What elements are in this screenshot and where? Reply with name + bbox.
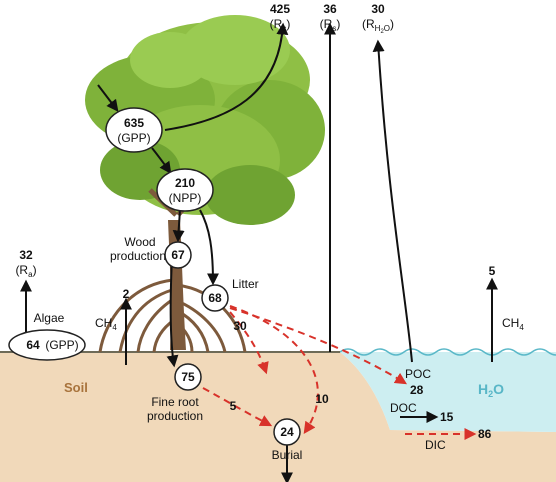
litter-label: Litter xyxy=(232,277,259,291)
arrow-into-gpp xyxy=(97,84,119,112)
arrow-gpp-to-npp xyxy=(151,147,172,174)
fine-root-value: 75 xyxy=(181,370,195,384)
doc-label: DOC xyxy=(390,401,417,415)
arrow-npp-to-litter xyxy=(199,209,219,286)
water-region xyxy=(340,352,556,432)
flow-litter-to-burial-value: 10 xyxy=(315,392,329,406)
dashed-litter-to-burial xyxy=(229,305,319,434)
wood-value: 67 xyxy=(171,248,185,262)
wood-node xyxy=(164,241,192,269)
arrow-gpp-to-rc xyxy=(164,22,289,131)
dic-label: DIC xyxy=(425,438,446,452)
npp-label: (NPP) xyxy=(169,191,202,205)
ra-value: 32 xyxy=(19,248,33,262)
algae-label: Algae xyxy=(34,311,65,325)
wood-label-line2: production xyxy=(110,249,166,263)
ch4-water-value: 5 xyxy=(489,264,496,278)
gpp-label: (GPP) xyxy=(117,131,150,145)
litter-node xyxy=(201,284,229,312)
wood-label-line1: Wood xyxy=(124,235,155,249)
litter-value: 68 xyxy=(208,291,222,305)
arrow-npp-to-wood xyxy=(172,209,185,243)
gpp-value: 635 xyxy=(124,116,144,130)
rh2o-value: 30 xyxy=(371,2,385,16)
ch4-soil-value: 2 xyxy=(123,287,130,301)
doc-value: 15 xyxy=(440,410,454,424)
dashed-fine-root-to-burial xyxy=(202,387,273,427)
ra-label: (Ra) xyxy=(15,263,36,279)
flow-fine-root-to-burial-value: 5 xyxy=(230,399,237,413)
rc-value: 425 xyxy=(270,2,290,16)
arrow-rh2o xyxy=(372,39,413,363)
burial-node xyxy=(273,418,301,446)
flow-litter-to-soil-value: 30 xyxy=(233,319,247,333)
algae-gpp-node xyxy=(8,329,86,361)
npp-value: 210 xyxy=(175,176,195,190)
dashed-litter-to-soil xyxy=(229,311,269,375)
burial-label: Burial xyxy=(272,448,303,462)
water-surface-waves xyxy=(339,348,556,356)
gpp-node xyxy=(105,107,163,153)
rc-label: (Rc) xyxy=(270,17,291,33)
soil-region xyxy=(0,352,556,482)
npp-node xyxy=(156,168,214,212)
arrow-wood-to-fine-root xyxy=(166,257,179,368)
rs-label: (Rs) xyxy=(320,17,341,33)
burial-value: 24 xyxy=(280,425,294,439)
fine-root-label-line2: production xyxy=(147,409,203,423)
algae-gpp-value: 64 xyxy=(26,338,40,352)
ch4-soil-label: CH4 xyxy=(95,316,117,332)
fine-root-node xyxy=(174,363,202,391)
soil-label: Soil xyxy=(64,380,88,395)
poc-label: POC xyxy=(405,367,431,381)
algae-gpp-unit: (GPP) xyxy=(45,338,78,352)
water-label: H2O xyxy=(478,381,504,399)
rh2o-label: (RH2O) xyxy=(362,17,394,35)
ch4-water-label: CH4 xyxy=(502,316,524,332)
poc-value: 28 xyxy=(410,383,424,397)
rs-value: 36 xyxy=(323,2,337,16)
fine-root-label-line1: Fine root xyxy=(151,395,199,409)
dic-value: 86 xyxy=(478,427,492,441)
